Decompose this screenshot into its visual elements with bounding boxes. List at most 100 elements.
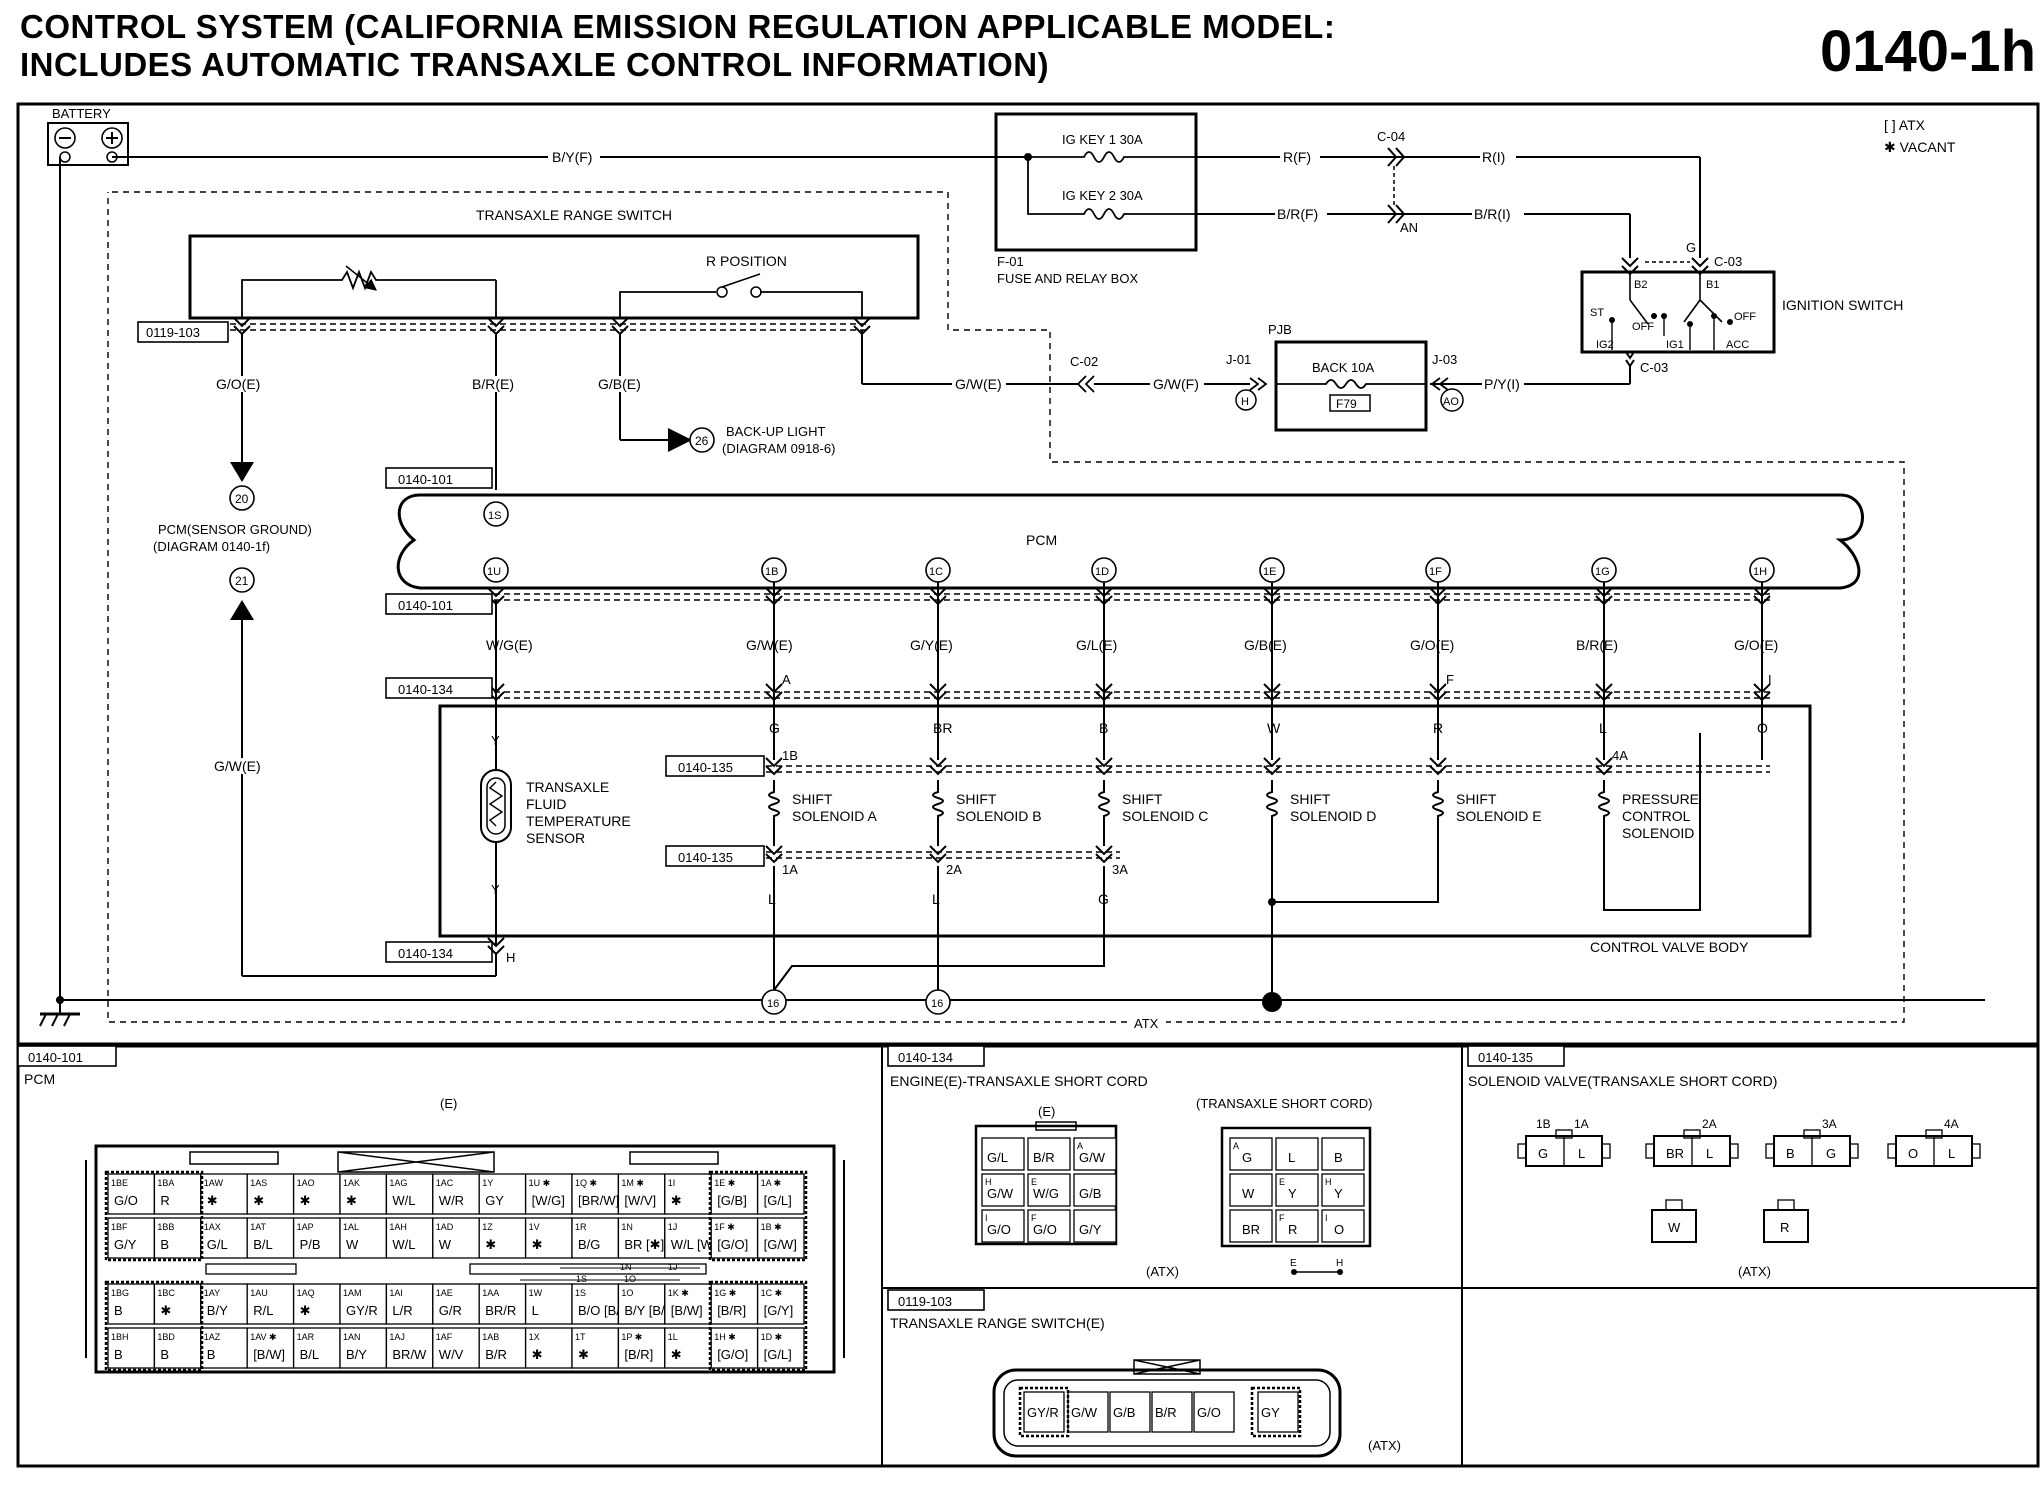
pin-wire-color: ✱ bbox=[578, 1347, 589, 1362]
pin-number: 1AA bbox=[482, 1288, 499, 1298]
solenoid-label: SHIFT bbox=[1122, 791, 1163, 807]
wire bbox=[1603, 733, 1701, 911]
connector-latch bbox=[1925, 1129, 1943, 1139]
pin-cell bbox=[1275, 1173, 1319, 1207]
solenoid-pin-label: 3A bbox=[1112, 862, 1128, 877]
connector-key bbox=[337, 1151, 495, 1173]
pcm-terminal-1s: 1S bbox=[488, 510, 501, 522]
pin-number: 1X bbox=[529, 1332, 540, 1342]
pin-cell bbox=[1067, 1391, 1109, 1433]
pin-1b-label: 1B bbox=[782, 748, 798, 763]
pin-number: 1BC bbox=[157, 1288, 175, 1298]
pin-cell bbox=[478, 1283, 527, 1325]
wire-label: R(I) bbox=[1482, 149, 1505, 165]
pcm-terminal-label: 1U bbox=[487, 566, 501, 578]
connector-pin-icon bbox=[1595, 757, 1613, 776]
pin-number: 1J bbox=[668, 1222, 678, 1232]
pin-group-frame bbox=[708, 1280, 808, 1372]
pin-cell bbox=[664, 1283, 712, 1325]
pin-cell bbox=[339, 1327, 388, 1369]
pin-cell bbox=[1229, 1209, 1273, 1243]
connector-pin-icon bbox=[1095, 757, 1113, 776]
solenoid-coil-icon bbox=[768, 780, 780, 828]
solenoid-label: SOLENOID E bbox=[1456, 808, 1542, 824]
pin-group-frame bbox=[1250, 1386, 1302, 1438]
pin-number: 1B ✱ bbox=[761, 1222, 782, 1232]
pin-wire-color: [G/O] bbox=[717, 1347, 748, 1362]
pin-cell bbox=[153, 1173, 202, 1215]
pin-cell bbox=[756, 1283, 805, 1325]
pin-number: 1Y bbox=[482, 1178, 493, 1188]
solenoid-label: SHIFT bbox=[792, 791, 833, 807]
pin-i-label: I bbox=[1768, 672, 1772, 687]
ignition-switch: G C-03 B2 B1 ST OFF OFF IG2 IG1 ACC C-03… bbox=[1580, 240, 1903, 375]
pin-cell bbox=[292, 1173, 341, 1215]
pin-cell bbox=[1073, 1137, 1117, 1171]
pin-cell bbox=[981, 1173, 1025, 1207]
pin-number: H bbox=[1325, 1177, 1332, 1187]
pin-number: 1BB bbox=[157, 1222, 174, 1232]
pin-wire-color: B bbox=[1786, 1146, 1795, 1161]
pcm-terminal-label: 1F bbox=[1429, 566, 1442, 578]
backup-light-label: BACK-UP LIGHT bbox=[726, 424, 826, 439]
fuse-icon bbox=[1028, 151, 1196, 163]
wire-label: G/B(E) bbox=[598, 376, 641, 392]
pcm-terminal-label: 1E bbox=[1263, 566, 1276, 578]
pin-wire-color: G/O bbox=[114, 1193, 138, 1208]
switch-icon bbox=[716, 286, 728, 298]
battery-negative-icon bbox=[54, 127, 76, 149]
pin-number: 1T bbox=[575, 1332, 586, 1342]
pin-number: 3A bbox=[1822, 1117, 1837, 1131]
pcm-ground-label: PCM(SENSOR GROUND) bbox=[158, 522, 312, 537]
pin-wire-color: G/W bbox=[1079, 1150, 1106, 1165]
pin-number: 1BA bbox=[157, 1178, 174, 1188]
pin-number: 1Z bbox=[482, 1222, 493, 1232]
pin-wire-color: G/O bbox=[987, 1222, 1011, 1237]
transaxle-range-switch: TRANSAXLE RANGE SWITCH R POSITION bbox=[188, 207, 920, 320]
pin-number: 1AR bbox=[297, 1332, 315, 1342]
connector-an-label: AN bbox=[1400, 220, 1418, 235]
pin-wire-color: B/Y bbox=[207, 1303, 228, 1318]
pin-wire-color: G bbox=[1826, 1146, 1836, 1161]
connector-c03-label: C-03 bbox=[1640, 360, 1668, 375]
pin-wire-color: L bbox=[1288, 1150, 1295, 1165]
pcm-terminal-label: 1B bbox=[765, 566, 778, 578]
connector-shell bbox=[974, 1124, 1118, 1246]
pin-wire-color: ✱ bbox=[253, 1193, 264, 1208]
wire-label: G/O(E) bbox=[1410, 637, 1454, 653]
pin-number: 1AU bbox=[250, 1288, 268, 1298]
pin-wire-color: W/L bbox=[392, 1193, 415, 1208]
connector-ear bbox=[1887, 1143, 1897, 1159]
pin-number: 1AX bbox=[204, 1222, 221, 1232]
pin-number: 1E ✱ bbox=[714, 1178, 735, 1188]
pin-wire-color: R bbox=[1780, 1220, 1789, 1235]
pin-number: 1P ✱ bbox=[621, 1332, 642, 1342]
pin-group-frame bbox=[708, 1170, 808, 1262]
pin-wire-color: G bbox=[1538, 1146, 1548, 1161]
tft-wire-y: Y bbox=[491, 733, 500, 748]
connector-latch bbox=[1683, 1129, 1701, 1139]
wire-color-label: R bbox=[1433, 720, 1443, 736]
connector-latch bbox=[1777, 1199, 1795, 1211]
wire-label: B/R(E) bbox=[1576, 637, 1618, 653]
connector-ear bbox=[1517, 1143, 1527, 1159]
pin-number: 1M ✱ bbox=[621, 1178, 644, 1188]
pin-number: 1AF bbox=[436, 1332, 453, 1342]
panel-0140-134-name: ENGINE(E)-TRANSAXLE SHORT CORD bbox=[890, 1073, 1148, 1089]
pin-wire-color: G/Y bbox=[1079, 1222, 1102, 1237]
pin-cell bbox=[246, 1173, 295, 1215]
connector-shell bbox=[992, 1368, 1342, 1458]
pin-wire-color: W bbox=[1242, 1186, 1255, 1201]
solenoid-pin-label: 2A bbox=[946, 862, 962, 877]
pin-number: 1BD bbox=[157, 1332, 175, 1342]
pin-wire-color: W/G bbox=[1033, 1186, 1059, 1201]
pin-wire-color: B/Y bbox=[346, 1347, 367, 1362]
pin-cell bbox=[524, 1327, 573, 1369]
rail-label: 1N bbox=[620, 1262, 632, 1272]
ign-g-label: G bbox=[1686, 240, 1696, 255]
pin-wire-color: G/W bbox=[1071, 1405, 1098, 1420]
connector-j03-label: J-03 bbox=[1432, 352, 1457, 367]
wire-color-label: L bbox=[932, 891, 940, 907]
pin-number: 1AK bbox=[343, 1178, 360, 1188]
